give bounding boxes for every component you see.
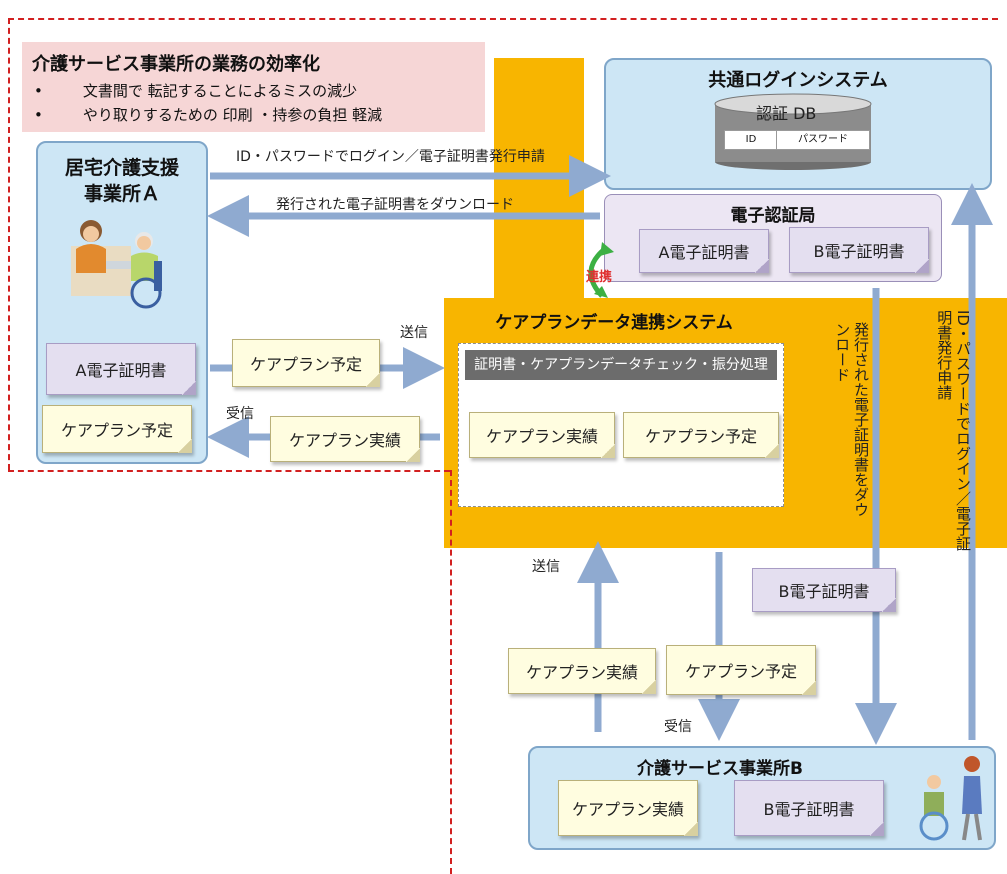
cert-authority-cert-a: A電子証明書 [639,229,769,273]
login-system-box: 共通ログインシステム 認証 DB ID パスワード [604,58,992,190]
cert-authority-box: 電子認証局 A電子証明書 B電子証明書 [604,194,942,282]
send-b-label: 送信 [532,559,560,575]
office-a-box: 居宅介護支援 事業所Ａ A電子証明書 ケアプラン予定 [36,141,208,464]
banner-bullet-2: •やり取りするための 印刷 ・持参の負担 軽減 [34,106,383,124]
efficiency-banner: 介護サービス事業所の業務の効率化 •文書間で 転記することによるミスの減少 •や… [22,42,485,132]
office-a-plan-card: ケアプラン予定 [42,405,192,453]
link-sync-icon [588,242,614,298]
caregiver-b-illustration-icon [919,756,982,841]
system-planned-card: ケアプラン予定 [623,412,779,458]
login-request-label: ID・パスワードでログイン／電子証明書発行申請 [236,149,545,165]
dashed-scope-mid [8,470,450,472]
dashed-scope-top [8,18,998,20]
planned-b-flow-card: ケアプラン予定 [666,645,816,695]
office-b-cert-card: B電子証明書 [734,780,884,836]
auth-db-id-field: ID [724,130,778,150]
office-a-cert-card: A電子証明書 [46,343,196,395]
cert-authority-title: 電子認証局 [730,206,816,226]
office-a-title-line2: 事業所Ａ [83,183,160,205]
office-b-box: 介護サービス事業所B ケアプラン実績 B電子証明書 [528,746,996,850]
vertical-login-label: ID・パスワードでログイン／電子証明書発行申請 [935,310,972,551]
plan-sent-card: ケアプラン予定 [232,339,380,387]
receive-b-label: 受信 [664,719,692,735]
careplan-system-inner-box: 証明書・ケアプランデータチェック・振分処理 ケアプラン実績 ケアプラン予定 [458,343,784,507]
cert-authority-cert-b: B電子証明書 [789,227,929,273]
careplan-system-title: ケアプランデータ連携システム [495,313,733,333]
office-b-title: 介護サービス事業所B [637,759,803,779]
banner-title: 介護サービス事業所の業務の効率化 [32,54,320,75]
cert-b-flow-card: B電子証明書 [752,568,896,612]
auth-db-password-field: パスワード [776,130,870,150]
actual-b-flow-card: ケアプラン実績 [508,648,656,694]
link-label: 連携 [586,270,613,285]
auth-db-label: 認証 DB [756,104,817,123]
process-bar: 証明書・ケアプランデータチェック・振分処理 [465,350,777,380]
banner-bullet-1: •文書間で 転記することによるミスの減少 [34,82,358,100]
system-actual-card: ケアプラン実績 [469,412,615,458]
dashed-scope-left [8,18,10,470]
vertical-download-label: 発行された電子証明書をダウンロード [833,322,870,517]
caregiver-illustration-icon [71,220,162,309]
send-a-label: 送信 [400,325,428,341]
login-system-title: 共通ログインシステム [708,70,888,91]
actual-received-card: ケアプラン実績 [270,416,420,462]
office-b-actual-card: ケアプラン実績 [558,780,698,836]
receive-a-label: 受信 [226,406,254,422]
office-a-title-line1: 居宅介護支援 [64,157,179,179]
dashed-scope-down [450,470,452,874]
download-cert-label: 発行された電子証明書をダウンロード [276,197,514,213]
